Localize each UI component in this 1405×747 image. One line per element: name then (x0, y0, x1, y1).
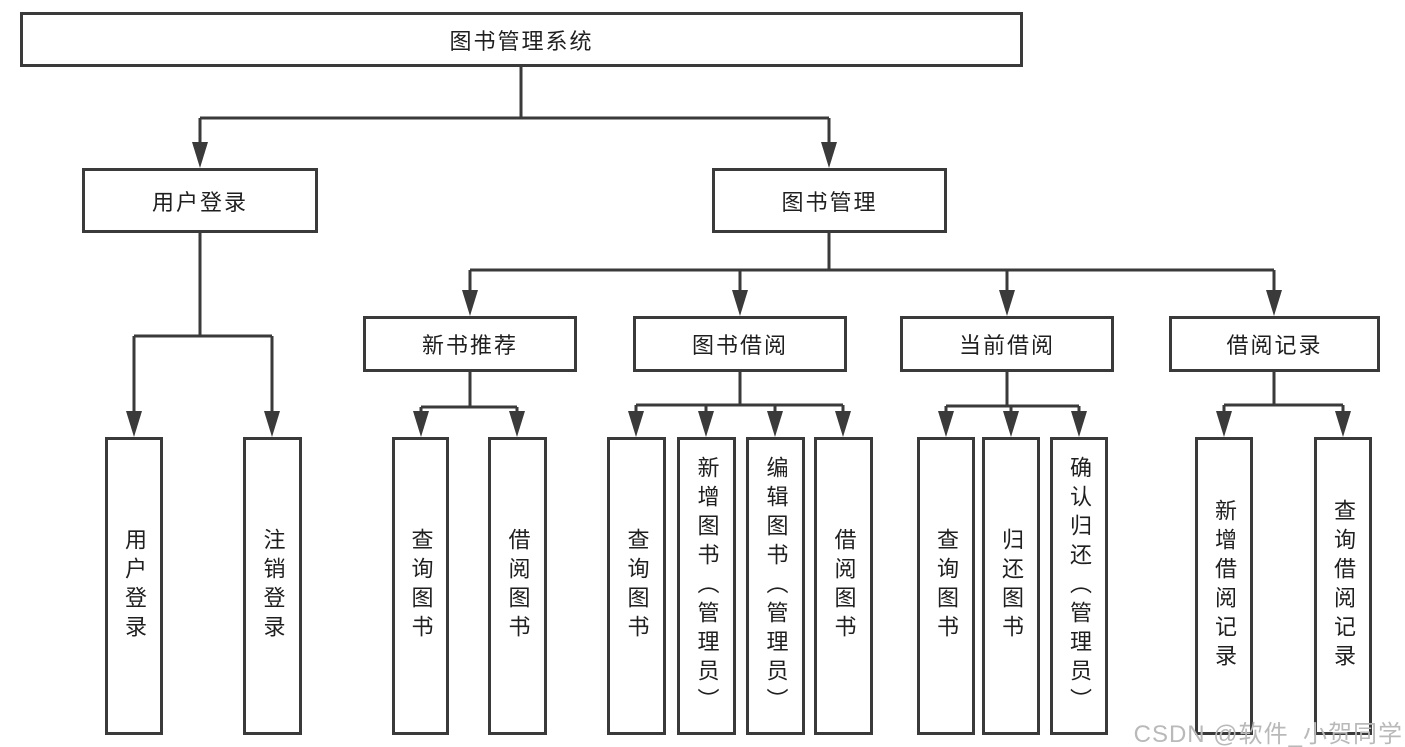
connector-currentborrow-to-leaves (944, 372, 1081, 414)
node-confirm-return-admin: 确认归还（管理员） (1050, 437, 1108, 735)
arrow-down-icon (732, 290, 748, 316)
connector-records-to-leaves (1222, 372, 1345, 414)
node-library-management-system: 图书管理系统 (20, 12, 1023, 67)
arrow-down-icon (835, 411, 851, 437)
arrow-down-icon (999, 290, 1015, 316)
node-user-login-action: 用户登录 (105, 437, 163, 735)
node-user-login: 用户登录 (82, 168, 318, 233)
node-current-borrowing: 当前借阅 (900, 316, 1114, 372)
arrow-down-icon (1071, 411, 1087, 437)
arrow-down-icon (413, 411, 429, 437)
node-borrow-books-action: 借阅图书 (814, 437, 873, 735)
arrow-down-icon (462, 290, 478, 316)
node-add-books-admin: 新增图书（管理员） (677, 437, 736, 735)
arrow-down-icon (1335, 411, 1351, 437)
node-query-books-current: 查询图书 (917, 437, 975, 735)
arrow-down-icon (192, 142, 208, 168)
node-book-borrowing: 图书借阅 (633, 316, 847, 372)
node-borrowing-records: 借阅记录 (1169, 316, 1380, 372)
node-new-book-recommendation: 新书推荐 (363, 316, 577, 372)
arrow-down-icon (509, 411, 525, 437)
arrow-down-icon (264, 411, 280, 437)
node-edit-books-admin: 编辑图书（管理员） (746, 437, 805, 735)
node-add-borrow-record: 新增借阅记录 (1195, 437, 1253, 735)
arrow-down-icon (1266, 290, 1282, 316)
arrow-down-icon (628, 411, 644, 437)
arrow-down-icon (1216, 411, 1232, 437)
arrow-down-icon (698, 411, 714, 437)
node-query-books-borrow: 查询图书 (607, 437, 666, 735)
connector-root-to-level2 (198, 67, 831, 146)
arrow-down-icon (1003, 411, 1019, 437)
watermark: CSDN @软件_小贺同学 (1133, 721, 1403, 747)
arrow-down-icon (821, 142, 837, 168)
arrow-down-icon (767, 411, 783, 437)
connector-bookborrow-to-leaves (634, 372, 845, 414)
connector-userlogin-to-leaves (132, 233, 274, 414)
node-logout-action: 注销登录 (243, 437, 302, 735)
arrow-down-icon (126, 411, 142, 437)
node-return-books: 归还图书 (982, 437, 1040, 735)
node-book-management: 图书管理 (712, 168, 947, 233)
connector-newbook-to-leaves (419, 372, 519, 414)
arrow-down-icon (938, 411, 954, 437)
connector-bookmgmt-to-level3 (468, 233, 1276, 294)
node-borrow-books-recommend: 借阅图书 (488, 437, 547, 735)
node-query-borrow-record: 查询借阅记录 (1314, 437, 1372, 735)
node-query-books-recommend: 查询图书 (392, 437, 449, 735)
